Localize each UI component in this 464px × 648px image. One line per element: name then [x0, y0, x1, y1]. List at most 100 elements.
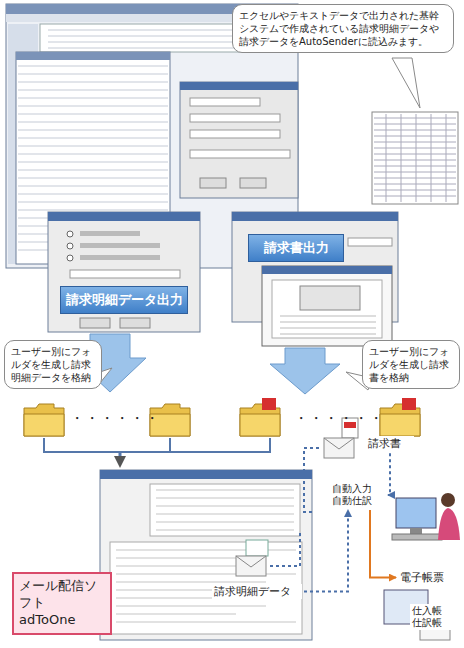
illustration-part: [156, 490, 294, 491]
illustration-part: [446, 114, 447, 202]
illustration-part: [48, 212, 200, 332]
detail-output-dialog: [48, 212, 200, 332]
illustration-part: [396, 498, 436, 528]
illustration-part: [392, 58, 420, 108]
illustration-part: [18, 90, 168, 91]
illustration-part: [18, 106, 168, 107]
illustration-part: [18, 178, 168, 179]
illustration-part: [80, 318, 110, 328]
illustration-part: [18, 98, 168, 99]
illustration-part: [190, 130, 280, 138]
node-text: 請求書: [368, 437, 412, 450]
invoice-output-dialog: [232, 212, 398, 346]
illustration-part: [441, 493, 455, 507]
illustration-part: [180, 82, 298, 198]
illustration-part: [70, 270, 180, 278]
illustration-part: [116, 614, 236, 615]
output-label: 請求書出力: [248, 234, 344, 262]
illustration-part: [156, 514, 294, 515]
callout-bubble: エクセルやテキストデータで出力された基幹システムで作成されている請求明細データや…: [232, 4, 454, 53]
illustration-part: [80, 231, 140, 236]
node-text: ユーザー別にフォルダを生成し請求明細データを格納: [11, 345, 95, 384]
illustration-part: [156, 522, 294, 523]
illustration-part: [18, 66, 168, 67]
output-label: 請求明細データ出力: [60, 286, 188, 314]
document-label: 仕入帳 仕訳帳: [410, 604, 456, 630]
illustration-part: [324, 438, 354, 458]
illustration-part: [80, 243, 160, 248]
illustration-part: [272, 280, 382, 338]
illustration-part: [200, 178, 226, 188]
illustration-part: [18, 74, 168, 75]
illustration-part: [67, 243, 73, 249]
node-text: エクセルやテキストデータで出力された基幹システムで作成されている請求明細データや…: [239, 9, 447, 48]
mail-window: [100, 470, 312, 640]
illustration-part: [372, 112, 458, 204]
illustration-part: [18, 154, 168, 155]
illustration-part: [410, 528, 422, 534]
illustration-part: [150, 484, 300, 536]
illustration-part: [246, 540, 268, 556]
illustration-part: [18, 138, 168, 139]
illustration-part: [280, 328, 376, 329]
node-text: 請求明細データ: [214, 585, 300, 598]
illustration-part: [18, 194, 168, 195]
pc-user: [392, 493, 460, 540]
illustration-part: [300, 286, 360, 310]
software-label: メール配信ソフト adToOne: [12, 572, 112, 635]
illustration-part: [18, 186, 168, 187]
illustration-part: [110, 542, 302, 634]
illustration-part: [16, 52, 170, 60]
illustration-part: [374, 114, 456, 202]
illustration-part: [120, 318, 150, 328]
connector: [388, 453, 390, 495]
ellipsis-label: ・・・・・・: [294, 410, 384, 428]
illustration-part: [18, 122, 168, 123]
illustration-part: [270, 348, 340, 394]
illustration-part: [18, 162, 168, 163]
process-label: 自動入力 自動仕訳: [330, 482, 386, 508]
illustration-part: [156, 530, 294, 531]
illustration-part: [116, 550, 296, 551]
illustration-part: [190, 98, 260, 106]
node-text: メール配信ソフト adToOne: [19, 578, 105, 629]
illustration-part: [280, 316, 376, 334]
illustration-part: [44, 438, 270, 452]
illustration-part: [116, 606, 266, 607]
illustration-part: [236, 556, 266, 576]
node-text: 請求書出力: [253, 239, 339, 257]
illustration-part: [18, 146, 168, 147]
illustration-part: [116, 574, 296, 575]
illustration-part: [438, 508, 460, 540]
illustration-part: [431, 114, 432, 202]
callout-bubble: ユーザー別にフォルダを生成し請求明細データを格納: [4, 340, 102, 389]
illustration-part: [280, 334, 376, 335]
mail-label: 請求書: [366, 436, 414, 451]
callout-bubble: ユーザー別にフォルダを生成し請求書を格納: [362, 340, 460, 389]
illustration-part: [386, 114, 387, 202]
illustration-part: [18, 114, 168, 115]
illustration-part: [416, 114, 417, 202]
illustration-part: [402, 398, 416, 410]
mail-label: 請求明細データ: [212, 584, 302, 599]
connector: [304, 510, 348, 592]
illustration-part: [190, 114, 280, 122]
illustration-part: [24, 404, 64, 436]
illustration-part: [348, 238, 392, 246]
illustration-part: [401, 114, 402, 202]
node-text: 仕入帳 仕訳帳: [412, 605, 454, 629]
document-label: 電子帳票: [398, 570, 454, 585]
illustration-part: [280, 316, 376, 317]
illustration-part: [156, 498, 294, 499]
spreadsheet-thumbnail: [372, 112, 458, 204]
illustration-part: [48, 212, 200, 221]
illustration-part: [180, 82, 298, 90]
illustration-part: [262, 398, 276, 410]
illustration-part: [116, 622, 296, 623]
illustration-part: [156, 506, 294, 507]
node-text: 請求明細データ出力: [65, 291, 183, 309]
node-text: 電子帳票: [400, 571, 452, 584]
illustration-part: [116, 490, 296, 622]
